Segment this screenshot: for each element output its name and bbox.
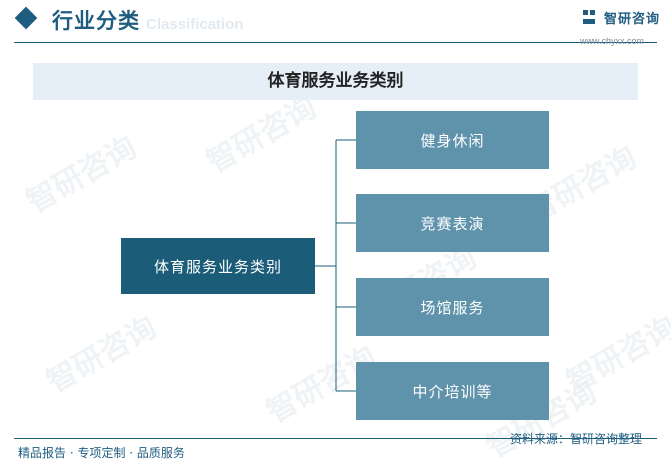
footer-slogan: 精品报告 · 专项定制 · 品质服务 — [18, 446, 185, 460]
brand-url: www.chyxx.com — [580, 36, 645, 46]
child-node-label: 中介培训等 — [412, 382, 493, 401]
brand-name: 智研咨询 — [604, 12, 661, 27]
root-node: 体育服务业务类别 — [121, 238, 315, 294]
child-node-fitness: 健身休闲 — [356, 111, 549, 169]
footer-divider — [14, 438, 657, 439]
child-node-training: 中介培训等 — [356, 362, 549, 420]
source-note: 资料来源：智研咨询整理 — [510, 432, 643, 446]
section-title: 行业分类 — [52, 9, 140, 33]
child-node-competition: 竞赛表演 — [356, 194, 549, 252]
brand-logo-icon — [583, 10, 595, 24]
header-divider — [14, 42, 657, 43]
child-node-venue: 场馆服务 — [356, 278, 549, 336]
child-node-label: 场馆服务 — [420, 298, 485, 317]
child-node-label: 竞赛表演 — [420, 214, 485, 233]
section-title-en: Classification — [146, 16, 244, 33]
child-node-label: 健身休闲 — [420, 131, 485, 150]
root-node-label: 体育服务业务类别 — [153, 257, 282, 276]
diagram-title: 体育服务业务类别 — [267, 71, 404, 91]
title-band — [33, 63, 638, 100]
